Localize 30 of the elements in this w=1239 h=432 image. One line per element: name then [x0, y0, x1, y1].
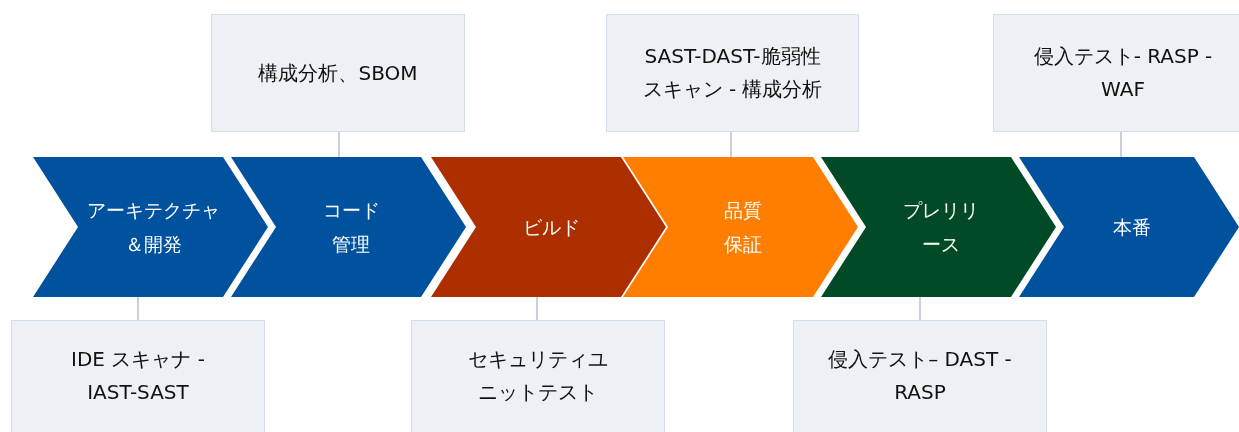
- note-text: IDE スキャナ - IAST-SAST: [70, 346, 206, 406]
- leader-line: [338, 131, 340, 158]
- note-box: [11, 320, 265, 432]
- note-text: 構成分析、SBOM: [258, 59, 418, 87]
- note-box: [793, 320, 1047, 432]
- note-box: [211, 14, 465, 132]
- stage-label: プレリリース: [902, 198, 981, 257]
- note-box: [606, 14, 859, 132]
- note-text: 侵入テスト– DAST - RASP: [827, 346, 1013, 406]
- note-box: [993, 14, 1239, 132]
- leader-line: [919, 296, 921, 321]
- phase-box: [431, 157, 666, 297]
- phase-box: [821, 157, 1056, 297]
- leader-line: [1120, 131, 1122, 158]
- phase-box: [33, 157, 268, 297]
- leader-line: [137, 296, 139, 321]
- phase-box: [623, 157, 858, 297]
- phase-box: [231, 157, 466, 297]
- stage-label: コード管理: [322, 198, 381, 257]
- stage-label: 本番: [1112, 215, 1152, 240]
- note-text: SAST-DAST-脆弱性スキャン - 構成分析: [641, 43, 824, 103]
- leader-line: [536, 296, 538, 321]
- stage-label: アーキテクチャ＆開発: [86, 198, 221, 257]
- note-text: 侵入テスト- RASP - WAF: [1032, 43, 1214, 103]
- note-box: [411, 320, 665, 432]
- note-text: セキュリティユニットテスト: [467, 346, 609, 406]
- stage-label: ビルド: [522, 215, 581, 240]
- phase-box: [1019, 157, 1239, 297]
- leader-line: [730, 131, 732, 158]
- stage-label: 品質保証: [723, 198, 764, 257]
